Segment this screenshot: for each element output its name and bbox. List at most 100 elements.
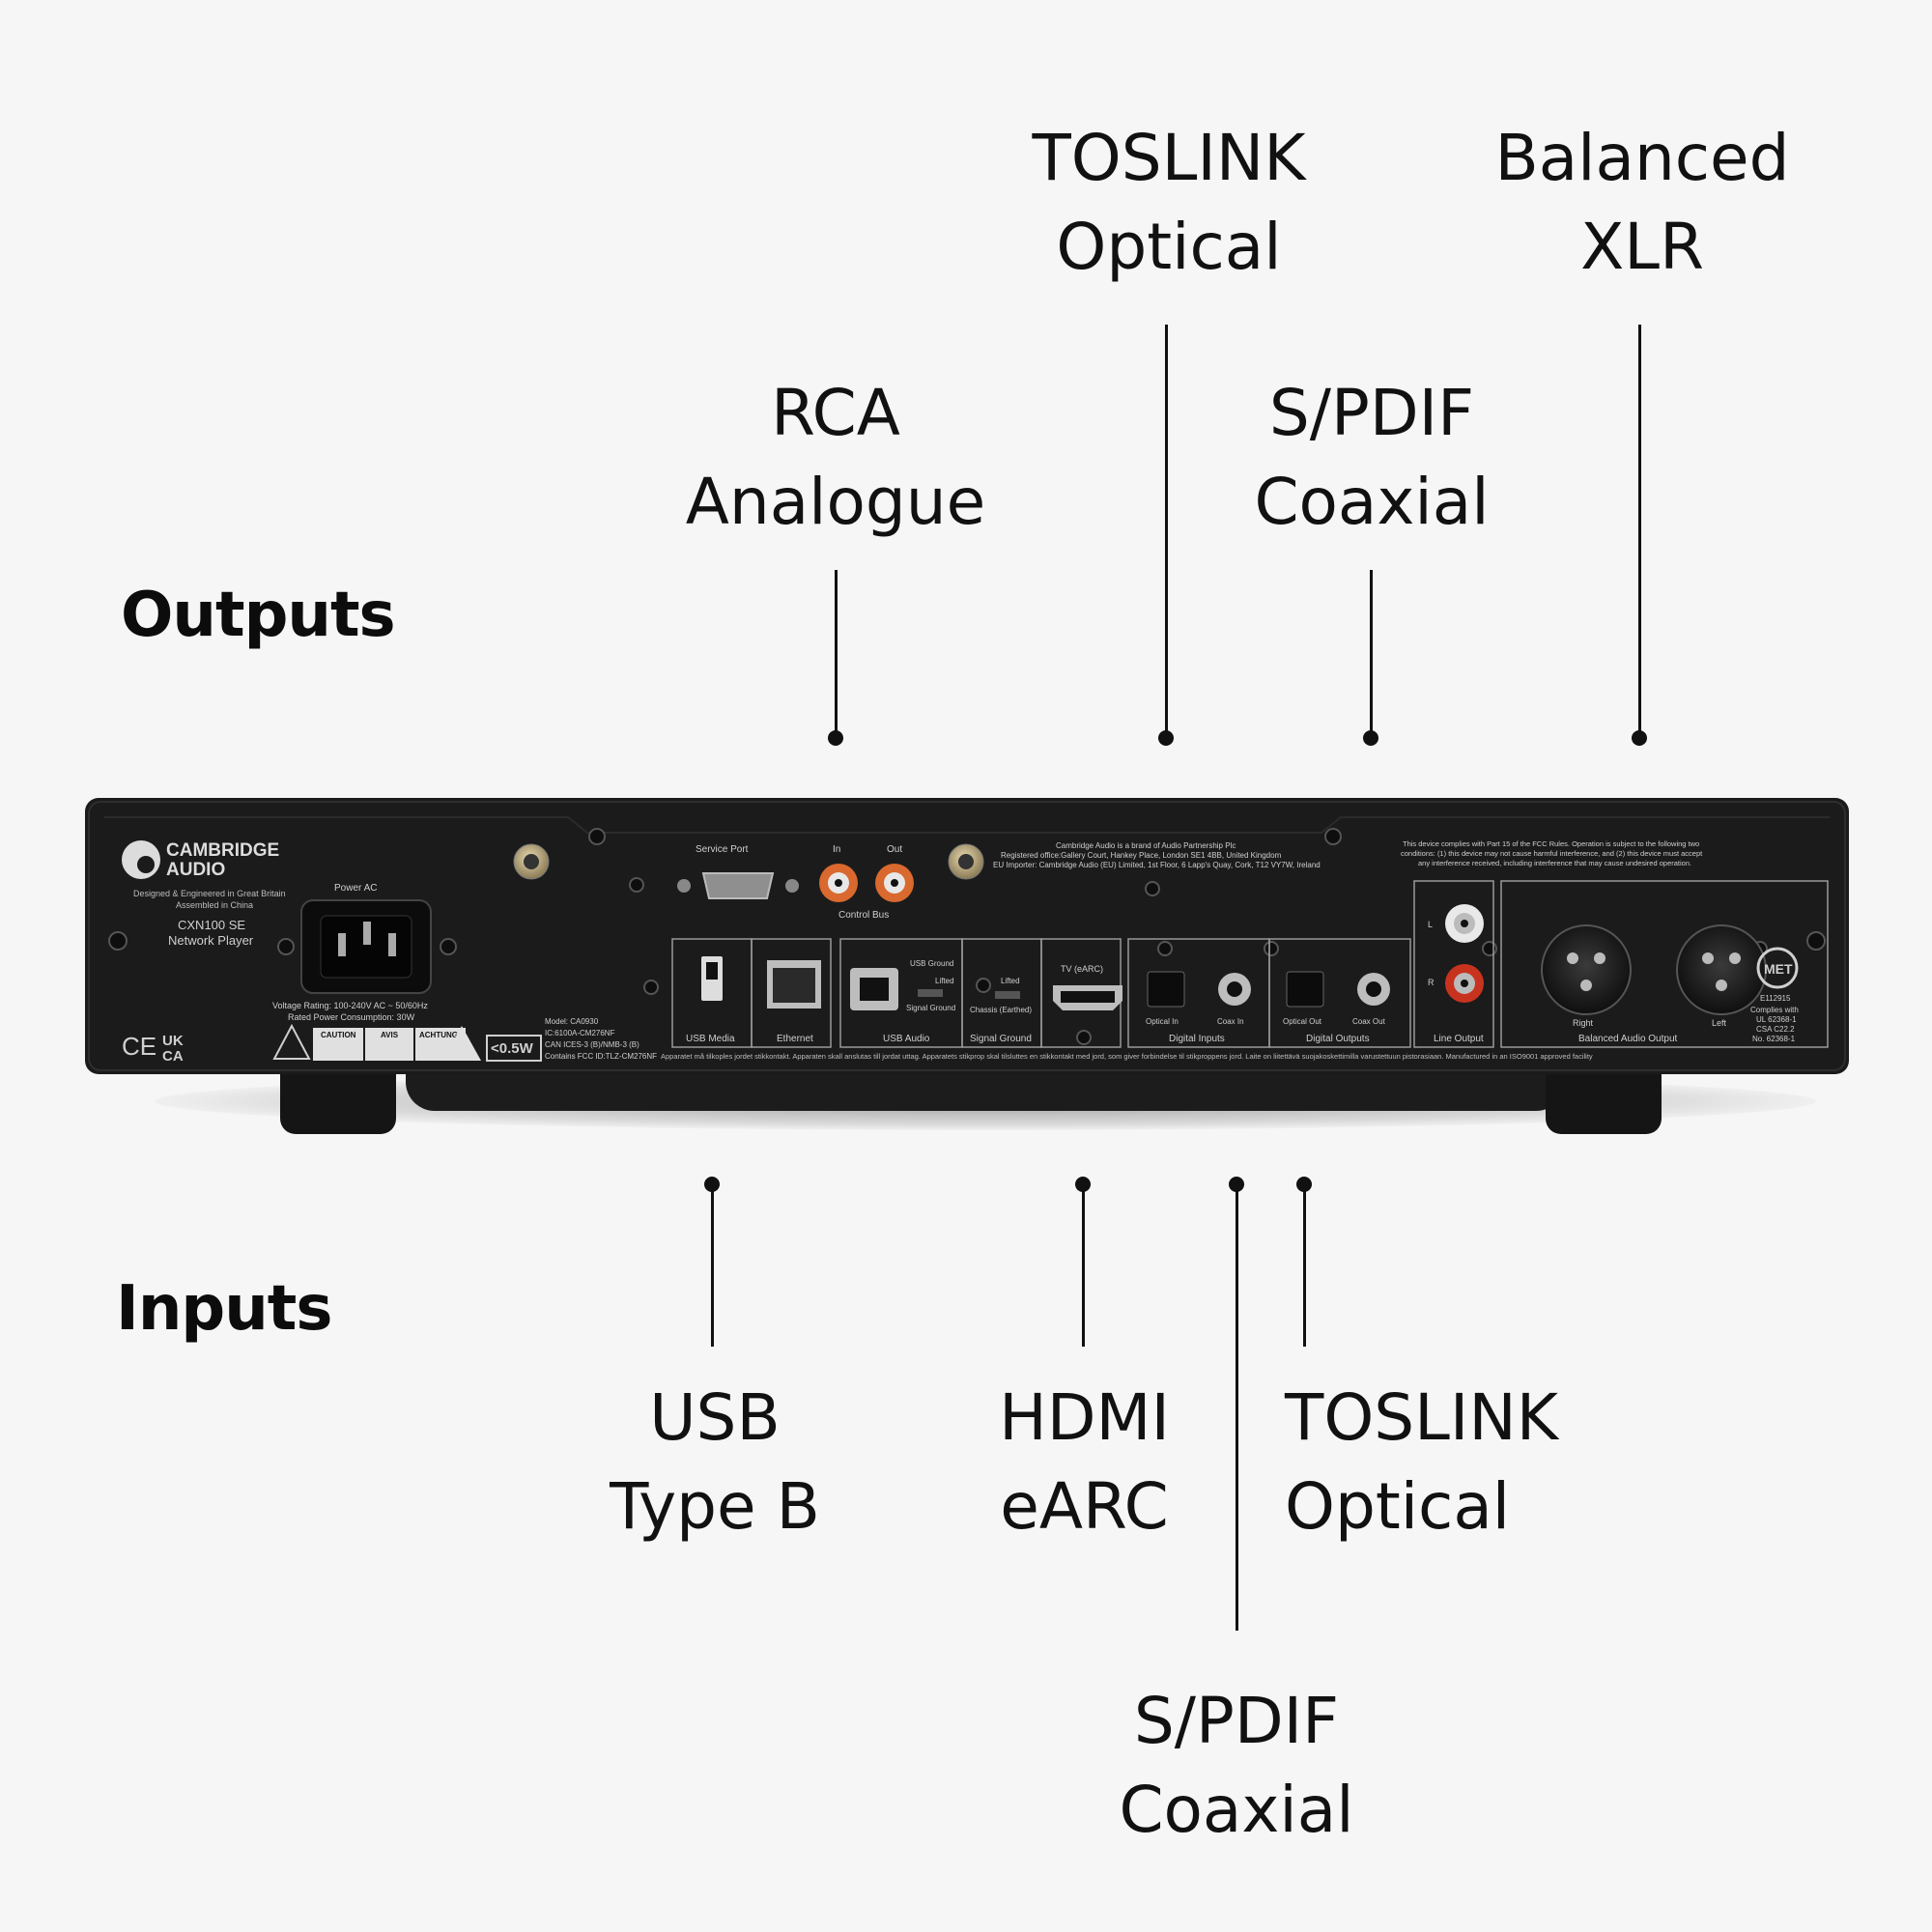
svg-text:Digital Outputs: Digital Outputs	[1306, 1034, 1370, 1044]
panel-top-ridge	[104, 816, 1830, 834]
service-port-connector	[701, 872, 775, 899]
bluetooth-antenna-connector	[948, 843, 984, 880]
svg-text:Digital Inputs: Digital Inputs	[1169, 1034, 1225, 1044]
output-leader-spdif	[1370, 570, 1373, 734]
output-dot-rca	[828, 730, 843, 746]
output-dot-xlr	[1632, 730, 1647, 746]
svg-text:Right: Right	[1573, 1018, 1594, 1028]
svg-text:conditions: (1) this device ma: conditions: (1) this device may not caus…	[1401, 849, 1703, 858]
standby-box	[486, 1035, 542, 1062]
svg-text:Coax In: Coax In	[1217, 1017, 1244, 1026]
svg-text:IC:6100A-CM276NF: IC:6100A-CM276NF	[545, 1029, 615, 1037]
caution-label: CAUTION AVIS ACHTUNG	[313, 1028, 466, 1061]
xlr-right-output	[1541, 924, 1632, 1015]
output-leader-xlr	[1638, 325, 1641, 734]
ukca-mark: UK	[162, 1033, 184, 1049]
rca-left-output-jack	[1445, 904, 1484, 943]
svg-text:USB Ground: USB Ground	[910, 959, 953, 968]
svg-text:USB Audio: USB Audio	[883, 1034, 930, 1044]
ce-mark: CE	[122, 1032, 156, 1061]
svg-text:In: In	[833, 844, 840, 855]
svg-text:Out: Out	[887, 844, 902, 855]
control-bus-out-jack	[875, 864, 914, 902]
svg-text:USB Media: USB Media	[686, 1034, 735, 1044]
input-leader-spdif	[1236, 1184, 1238, 1631]
svg-text:Left: Left	[1712, 1018, 1727, 1028]
device-foot-right	[1546, 1063, 1662, 1134]
voltage-text: Voltage Rating: 100-240V AC ~ 50/60Hz	[272, 1001, 428, 1010]
svg-text:Coax Out: Coax Out	[1352, 1017, 1386, 1026]
svg-text:Ethernet: Ethernet	[777, 1034, 813, 1044]
svg-text:TV (eARC): TV (eARC)	[1061, 964, 1103, 974]
bottom-note: Apparatet må tilkoples jordet stikkontak…	[661, 1052, 1593, 1061]
svg-text:Cambridge Audio is a brand of: Cambridge Audio is a brand of Audio Part…	[1056, 841, 1236, 850]
toslink-input-port	[1147, 971, 1185, 1008]
svg-text:Balanced Audio Output: Balanced Audio Output	[1578, 1034, 1678, 1044]
model-type: Network Player	[168, 933, 254, 948]
svg-text:Optical Out: Optical Out	[1283, 1017, 1322, 1026]
svg-text:Signal Ground: Signal Ground	[906, 1004, 955, 1012]
output-leader-toslink	[1165, 325, 1168, 734]
inputs-heading: Inputs	[116, 1273, 332, 1345]
svg-text:L: L	[1428, 920, 1433, 929]
svg-text:<0.5W: <0.5W	[491, 1040, 534, 1057]
svg-text:Control Bus: Control Bus	[838, 910, 889, 921]
svg-text:Optical In: Optical In	[1146, 1017, 1179, 1026]
brand-line2: AUDIO	[166, 860, 225, 880]
input-leader-hdmi	[1082, 1184, 1085, 1347]
svg-text:No. 62368-1: No. 62368-1	[1752, 1035, 1796, 1043]
designed-text: Designed & Engineered in Great Britain	[133, 889, 286, 898]
device-underside	[406, 1068, 1565, 1111]
svg-text:Lifted: Lifted	[935, 977, 954, 985]
service-port-label: Service Port	[696, 844, 749, 855]
device-rear-panel: CAMBRIDGE AUDIO Designed & Engineered in…	[85, 798, 1849, 1074]
shock-warning-icon	[272, 1023, 311, 1060]
assembled-text: Assembled in China	[176, 900, 253, 910]
power-ac-label: Power AC	[334, 883, 377, 894]
model-code: Model: CA0930	[545, 1017, 599, 1026]
svg-text:UL 62368-1: UL 62368-1	[1756, 1015, 1797, 1024]
svg-text:CAUTION: CAUTION	[321, 1031, 356, 1039]
svg-text:CA: CA	[162, 1048, 184, 1065]
svg-text:This device complies with Part: This device complies with Part 15 of the…	[1403, 839, 1699, 848]
cambridge-audio-logo: CAMBRIDGE AUDIO	[122, 840, 279, 880]
svg-text:Registered office:Gallery Cour: Registered office:Gallery Court, Hankey …	[1001, 851, 1282, 860]
svg-text:AVIS: AVIS	[381, 1031, 399, 1039]
svg-text:R: R	[1428, 978, 1435, 987]
connector-section-boxes	[671, 880, 1829, 1048]
brand-line1: CAMBRIDGE	[166, 840, 279, 861]
wifi-antenna-connector	[513, 843, 550, 880]
met-certification-mark: MET	[1756, 947, 1799, 989]
model-name: CXN100 SE	[178, 918, 245, 932]
power-consumption-text: Rated Power Consumption: 30W	[288, 1012, 415, 1022]
outputs-heading: Outputs	[121, 580, 396, 651]
panel-screws	[108, 828, 1826, 1045]
output-dot-spdif	[1363, 730, 1378, 746]
svg-text:Lifted: Lifted	[1001, 977, 1020, 985]
usb-ground-switch	[918, 989, 943, 997]
svg-text:any interference received, inc: any interference received, including int…	[1418, 859, 1691, 867]
svg-text:Chassis (Earthed): Chassis (Earthed)	[970, 1006, 1032, 1014]
input-leader-toslink	[1303, 1184, 1306, 1347]
device-foot-left	[280, 1063, 396, 1134]
output-leader-rca	[835, 570, 838, 734]
svg-text:ACHTUNG: ACHTUNG	[419, 1031, 458, 1039]
svg-text:MET: MET	[1764, 961, 1793, 977]
control-bus-in-jack	[819, 864, 858, 902]
svg-text:Line Output: Line Output	[1434, 1034, 1484, 1044]
rca-right-output-jack	[1445, 964, 1484, 1003]
caution-warning-icon	[442, 1026, 481, 1061]
xlr-left-output	[1676, 924, 1767, 1015]
toslink-output-port	[1286, 971, 1324, 1008]
signal-ground-switch	[995, 991, 1020, 999]
svg-text:E112915: E112915	[1760, 994, 1791, 1003]
svg-text:EU Importer: Cambridge Audio (: EU Importer: Cambridge Audio (EU) Limite…	[993, 861, 1321, 869]
